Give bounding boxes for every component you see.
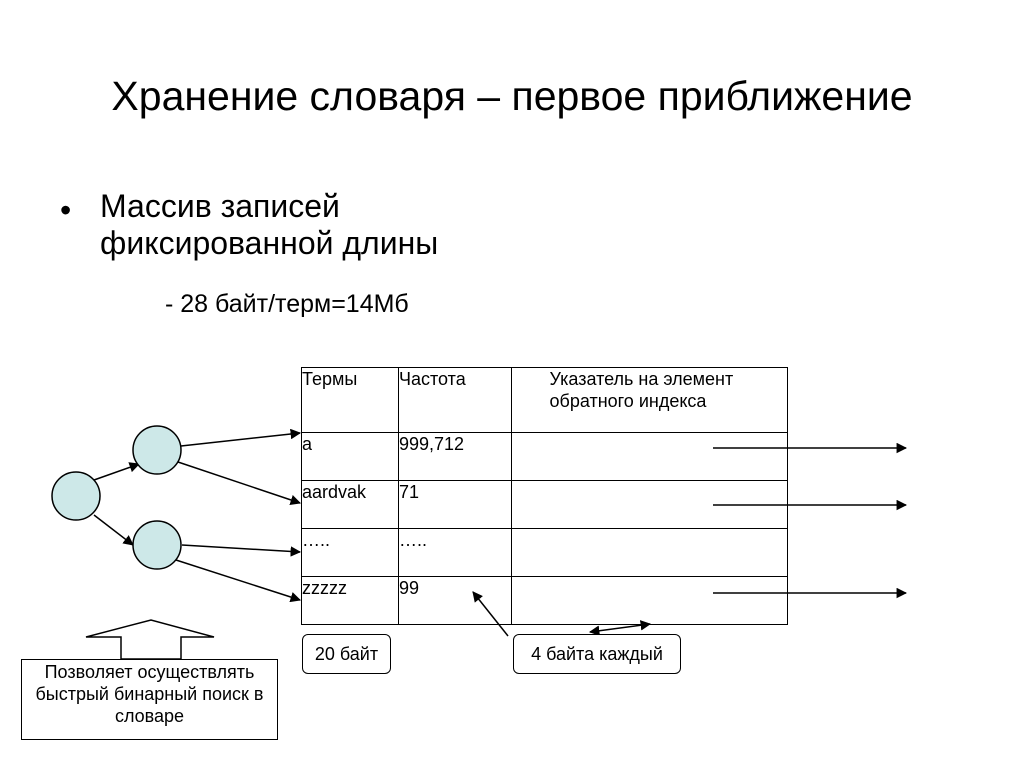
header-frequency: Частота [398, 367, 512, 433]
header-terms: Термы [301, 367, 399, 433]
callout-arrow [472, 591, 509, 637]
table-header-row: Термы Частота Указатель на элемент обрат… [301, 367, 788, 433]
bullet-marker: • [60, 192, 72, 228]
tree-edge [177, 461, 301, 505]
tree-edge [181, 544, 302, 557]
pointer-cell [511, 528, 788, 577]
tree-node-lower [132, 520, 182, 570]
term-cell: aardvak [301, 480, 399, 529]
field-size-label: 4 байта каждый [513, 634, 681, 674]
pointer-cell [511, 576, 788, 625]
tree-edge [180, 428, 302, 447]
table-row: zzzzz 99 [301, 576, 788, 625]
header-pointer: Указатель на элемент обратного индекса [511, 367, 788, 433]
term-cell: zzzzz [301, 576, 399, 625]
term-size-label: 20 байт [302, 634, 391, 674]
frequency-cell: 999,712 [398, 432, 512, 481]
tree-edge [175, 559, 301, 603]
pointer-cell [511, 432, 788, 481]
slide-title: Хранение словаря – первое приближение [111, 73, 913, 119]
callout-arrow [588, 620, 652, 636]
tree-edge [93, 514, 134, 546]
table-row: a 999,712 [301, 432, 788, 481]
up-arrow-shape [85, 619, 215, 660]
bullet-text: Массив записей фиксированной длины [100, 188, 439, 261]
tree-node-root [51, 471, 101, 521]
tree-note-box: Позволяет осуществлять быстрый бинарный … [21, 659, 278, 740]
table-row: aardvak 71 [301, 480, 788, 529]
tree-node-upper [132, 425, 182, 475]
tree-edge [93, 462, 140, 481]
table-row: ….. ….. [301, 528, 788, 577]
term-cell: a [301, 432, 399, 481]
sub-bullet-text: - 28 байт/терм=14Мб [165, 290, 409, 318]
dictionary-table: Термы Частота Указатель на элемент обрат… [301, 367, 788, 625]
